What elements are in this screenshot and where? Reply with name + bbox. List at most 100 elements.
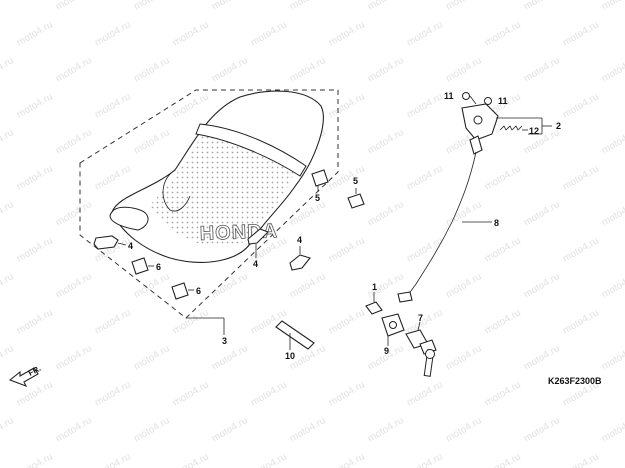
watermark-text: moto4.ru — [54, 127, 94, 156]
part-10-band — [275, 320, 315, 350]
seat-assembly-outline — [79, 89, 339, 319]
callout-11-left: 11 — [444, 91, 454, 101]
watermark-text: moto4.ru — [210, 55, 250, 84]
callout-4-center: 4 — [253, 259, 258, 269]
part-5-rubber-center — [311, 169, 329, 192]
watermark-text: moto4.ru — [288, 0, 328, 13]
watermark-text: moto4.ru — [366, 199, 406, 228]
callout-11-right: 11 — [498, 96, 508, 106]
watermark-text: moto4.ru — [483, 451, 523, 468]
watermark-text: moto4.ru — [132, 271, 172, 300]
part-11-bolt-left — [462, 92, 470, 100]
watermark-text: moto4.ru — [54, 199, 94, 228]
watermark-text: moto4.ru — [0, 343, 16, 372]
watermark-text: moto4.ru — [444, 415, 484, 444]
callout-6-lower: 6 — [196, 286, 201, 296]
watermark-text: moto4.ru — [15, 235, 55, 264]
part-5-rubber-right — [347, 188, 365, 209]
watermark-text: moto4.ru — [600, 415, 625, 444]
watermark-text: moto4.ru — [54, 55, 94, 84]
watermark-text: moto4.ru — [327, 19, 367, 48]
part-1-clip — [365, 292, 383, 315]
callout-9: 9 — [384, 346, 389, 356]
watermark-text: moto4.ru — [0, 415, 16, 444]
callout-bracket-2 — [496, 117, 552, 135]
watermark-text: moto4.ru — [405, 235, 445, 264]
watermark-text: moto4.ru — [132, 343, 172, 372]
watermark-text: moto4.ru — [54, 271, 94, 300]
watermark-text: moto4.ru — [93, 19, 133, 48]
watermark-text: moto4.ru — [522, 199, 562, 228]
watermark-text: moto4.ru — [249, 19, 289, 48]
watermark-text: moto4.ru — [249, 451, 289, 468]
callout-6-upper: 6 — [156, 262, 161, 272]
seat-brand-logo: HONDA — [199, 220, 278, 245]
watermark-text: moto4.ru — [171, 19, 211, 48]
part-6-cushion-lower — [171, 282, 194, 300]
watermark-text: moto4.ru — [15, 19, 55, 48]
seat-illustration: HONDA — [109, 90, 324, 263]
watermark-text: moto4.ru — [366, 415, 406, 444]
watermark-text: moto4.ru — [561, 451, 601, 468]
watermark-text: moto4.ru — [132, 415, 172, 444]
diagram-code: K263F2300B — [548, 376, 602, 386]
watermark-text: moto4.ru — [54, 415, 94, 444]
watermark-text: moto4.ru — [600, 127, 625, 156]
callout-10: 10 — [285, 351, 295, 361]
watermark-text: moto4.ru — [600, 343, 625, 372]
watermark-text: moto4.ru — [600, 199, 625, 228]
watermark-text: moto4.ru — [600, 55, 625, 84]
watermark-text: moto4.ru — [561, 19, 601, 48]
callout-7: 7 — [418, 313, 423, 323]
watermark-text: moto4.ru — [93, 163, 133, 192]
watermark-text: moto4.ru — [54, 0, 94, 13]
part-4-bracket-left — [93, 235, 127, 250]
watermark-text: moto4.ru — [405, 451, 445, 468]
part-7-key-set — [405, 321, 437, 377]
callout-12: 12 — [529, 126, 539, 136]
callout-1: 1 — [372, 282, 377, 292]
watermark-text: moto4.ru — [561, 307, 601, 336]
watermark-text: moto4.ru — [15, 163, 55, 192]
watermark-text: moto4.ru — [288, 415, 328, 444]
watermark-text: moto4.ru — [405, 379, 445, 408]
part-4-bracket-center — [247, 228, 269, 258]
part-9-holder — [381, 313, 405, 346]
watermark-text: moto4.ru — [366, 0, 406, 13]
watermark-text: moto4.ru — [0, 127, 16, 156]
watermark-text: moto4.ru — [327, 451, 367, 468]
watermark-text: moto4.ru — [288, 271, 328, 300]
watermark-text: moto4.ru — [249, 379, 289, 408]
watermark-text: moto4.ru — [522, 0, 562, 13]
watermark-text: moto4.ru — [171, 451, 211, 468]
watermark-text: moto4.ru — [327, 163, 367, 192]
watermark-text: moto4.ru — [522, 55, 562, 84]
watermark-text: moto4.ru — [600, 0, 625, 13]
front-direction-label: FR. — [27, 364, 43, 378]
watermark-text: moto4.ru — [600, 271, 625, 300]
watermark-text: moto4.ru — [0, 199, 16, 228]
watermark-text: moto4.ru — [522, 343, 562, 372]
watermark-text: moto4.ru — [405, 91, 445, 120]
watermark-text: moto4.ru — [0, 0, 16, 13]
watermark-text: moto4.ru — [54, 343, 94, 372]
watermark-text: moto4.ru — [327, 235, 367, 264]
part-6-cushion-upper — [131, 257, 154, 275]
watermark-text: moto4.ru — [210, 271, 250, 300]
watermark-text: moto4.ru — [288, 199, 328, 228]
watermark-text: moto4.ru — [288, 55, 328, 84]
watermark-text: moto4.ru — [483, 235, 523, 264]
watermark-text: moto4.ru — [132, 127, 172, 156]
part-4-bracket-right — [289, 246, 311, 271]
watermark-text: moto4.ru — [483, 307, 523, 336]
watermark-text: moto4.ru — [444, 343, 484, 372]
callout-4-right: 4 — [297, 235, 302, 245]
watermark-text: moto4.ru — [327, 307, 367, 336]
watermark-text: moto4.ru — [93, 307, 133, 336]
watermark-text: moto4.ru — [483, 163, 523, 192]
part-12-spring — [499, 125, 528, 131]
watermark-text: moto4.ru — [210, 0, 250, 13]
watermark-text: moto4.ru — [132, 0, 172, 13]
watermark-text: moto4.ru — [210, 343, 250, 372]
watermark-text: moto4.ru — [483, 379, 523, 408]
